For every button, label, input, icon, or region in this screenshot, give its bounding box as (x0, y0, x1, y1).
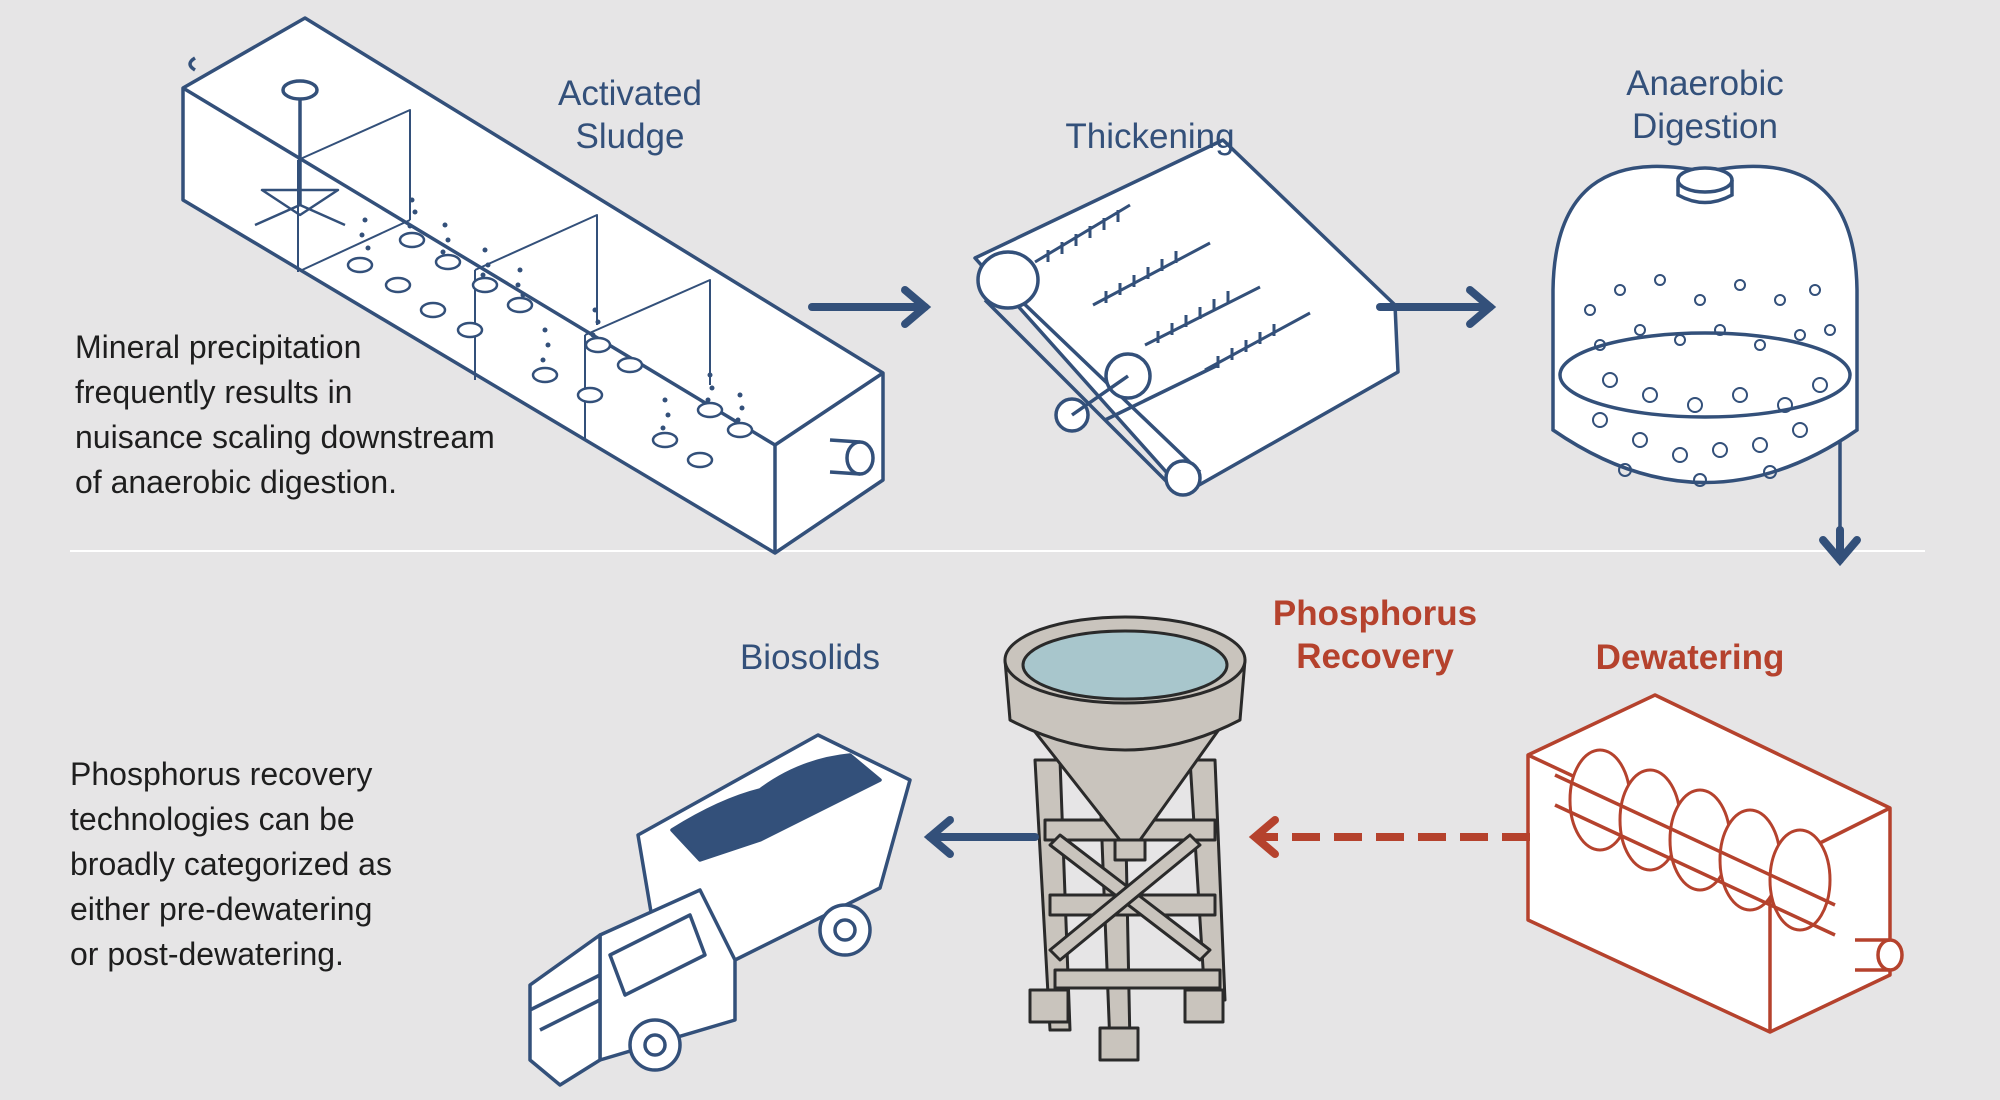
digester-tank-icon (1551, 164, 1859, 535)
flow-arrow-4 (923, 816, 1039, 858)
biosolids-label: Biosolids (700, 636, 920, 679)
anaerobic-digestion-label-line-1: Anaerobic (1626, 64, 1784, 103)
crystallizer-tower-icon (1003, 615, 1247, 1062)
phosphorus-recovery-label: Phosphorus Recovery (1250, 592, 1500, 678)
activated-sludge-label: Activated Sludge (530, 72, 730, 158)
belt-thickener-icon (973, 138, 1400, 497)
flow-arrow-dashed (1248, 816, 1530, 858)
flow-arrow-1 (808, 286, 932, 328)
recovery-note-line-4: either pre-dewatering (70, 891, 373, 927)
anaerobic-digestion-label: Anaerobic Digestion (1590, 62, 1820, 148)
flow-arrow-2 (1376, 286, 1497, 328)
dewatering-label-line-1: Dewatering (1595, 638, 1785, 677)
recovery-note: Phosphorus recovery technologies can be … (70, 752, 392, 977)
recovery-note-line-5: or post-dewatering. (70, 936, 344, 972)
dewatering-label: Dewatering (1570, 636, 1810, 679)
recovery-note-line-3: broadly categorized as (70, 846, 392, 882)
scaling-note-line-4: of anaerobic digestion. (75, 464, 397, 500)
dump-truck-icon (528, 733, 912, 1087)
anaerobic-digestion-label-line-2: Digestion (1632, 107, 1778, 146)
thickening-label-line-1: Thickening (1065, 117, 1235, 156)
recovery-note-line-1: Phosphorus recovery (70, 756, 373, 792)
thickening-label: Thickening (1030, 115, 1270, 158)
phosphorus-recovery-label-line-1: Phosphorus (1272, 594, 1478, 633)
recovery-note-line-2: technologies can be (70, 801, 355, 837)
screw-press-icon (1526, 693, 1904, 1034)
scaling-note: Mineral precipitation frequently results… (75, 325, 495, 505)
activated-sludge-label-line-2: Sludge (575, 117, 685, 156)
scaling-note-line-3: nuisance scaling downstream (75, 419, 495, 455)
flow-arrow-3 (1819, 526, 1861, 567)
phosphorus-recovery-label-line-2: Recovery (1296, 637, 1454, 676)
biosolids-label-line-1: Biosolids (739, 638, 881, 677)
aeration-tank-icon (181, 16, 885, 555)
scaling-note-line-1: Mineral precipitation (75, 329, 362, 365)
scaling-note-line-2: frequently results in (75, 374, 353, 410)
activated-sludge-label-line-1: Activated (558, 74, 702, 113)
